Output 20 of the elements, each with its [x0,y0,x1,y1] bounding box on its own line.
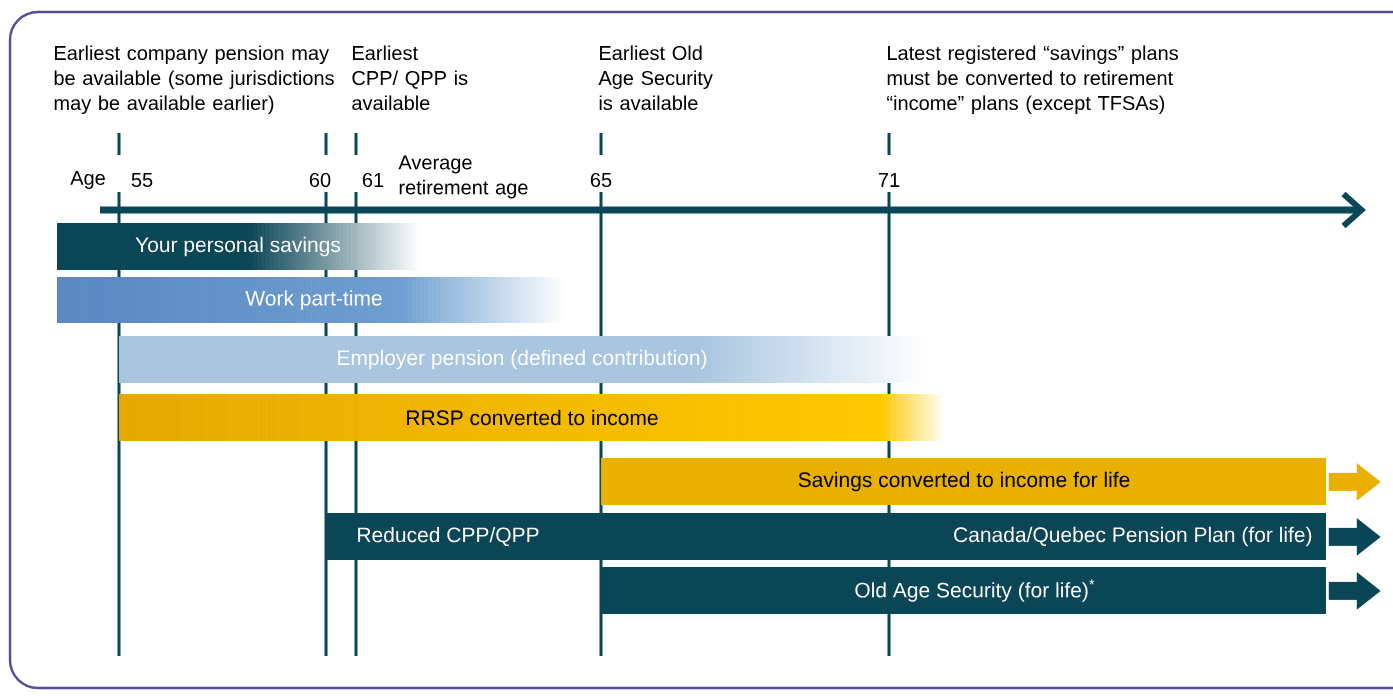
annotation-text: Earliest Old Age Security is available [598,45,713,111]
age-number: 60 [309,172,331,188]
timeline-bar: RRSP converted to income [119,394,945,441]
annotation-text: Earliest CPP/ QPP is available [352,45,468,111]
annotation-text: Average retirement age [398,155,528,199]
timeline-bar: Reduced CPP/QPP Canada/Quebec Pension Plan (for life) [326,513,1326,560]
age-number: 55 [131,173,153,187]
age-number: 61 [362,172,384,188]
timeline-bar: Employer pension (defined contribution) [119,336,925,383]
node-label: RRSP converted to income [407,409,658,426]
timeline-bar: Your personal savings [57,223,420,270]
timeline-bar: Work part-time [57,277,565,323]
annotation-text: Earliest company pension may be available (some jurisdictions may be available earlier) [54,45,334,115]
annotation-text: Latest registered “savings” plans must be converted to retirement “income” plans (except TFSAs) [887,45,1178,115]
timeline-bar: Old Age Security (for life)$^{*}$ [601,567,1326,614]
age-number: 65 [590,172,612,188]
age-number: 71 [878,173,900,187]
node-label: Work part-time [245,290,382,310]
timeline-bar: Savings converted to income for life [601,458,1326,505]
axis-label: Age [70,171,105,189]
